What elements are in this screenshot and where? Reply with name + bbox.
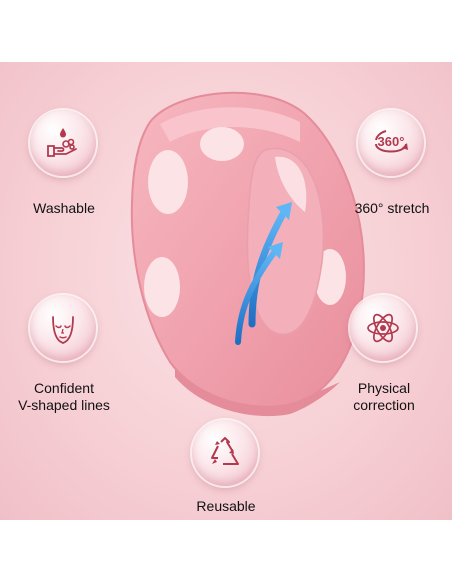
- reusable-label: Reusable: [196, 498, 256, 514]
- reusable-badge: [192, 420, 258, 486]
- atom-icon: [367, 313, 399, 343]
- rotate-360-icon-text: 360°: [378, 134, 405, 149]
- washing-hands-icon: [47, 128, 77, 157]
- recycle-icon: [211, 437, 239, 465]
- stretch-label: 360° stretch: [354, 200, 430, 216]
- vshape-label: Confident V-shaped lines: [18, 380, 110, 413]
- physical-badge: [350, 295, 416, 361]
- face-slimming-strap-image: [130, 91, 365, 417]
- rotate-360-icon: 360°: [375, 130, 408, 153]
- physical-label: Physical correction: [353, 380, 415, 413]
- face-outline-icon: [52, 316, 74, 344]
- washable-badge: [30, 110, 96, 176]
- vshape-badge: [30, 295, 96, 361]
- stretch-badge: 360°: [358, 110, 424, 176]
- washable-label: Washable: [33, 200, 95, 216]
